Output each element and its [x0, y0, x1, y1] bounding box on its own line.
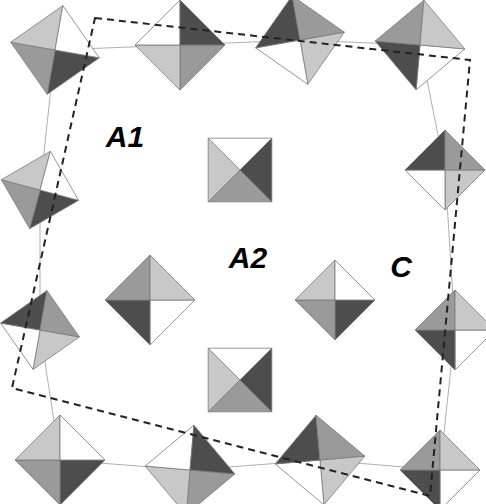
polyhedron-face [420, 0, 465, 49]
polyhedron-face [405, 170, 445, 210]
site-label: A2 [229, 243, 267, 273]
polyhedron-face [150, 255, 195, 300]
polyhedron-face [40, 291, 79, 337]
polyhedron-face [15, 460, 60, 504]
polyhedron-face [1, 291, 47, 330]
polyhedron-face [335, 260, 375, 300]
polyhedron-face [180, 0, 225, 45]
polyhedron-face [150, 300, 195, 345]
polyhedron-face [1, 323, 40, 369]
polyhedron-face [186, 470, 235, 504]
polyhedron-face [145, 466, 190, 504]
polyhedron-face [445, 130, 485, 170]
polyhedron-face [180, 45, 225, 90]
polyhedron-face [240, 348, 272, 412]
polyhedron-face [295, 300, 335, 340]
unit-cell-outline [12, 18, 470, 496]
polyhedron-face [405, 130, 445, 170]
polyhedron-face [316, 415, 365, 460]
polyhedron-face [375, 41, 420, 90]
polyhedron-face [256, 0, 300, 48]
polyhedron-face [60, 460, 105, 504]
polyhedron-face [240, 138, 272, 202]
polyhedron-face [135, 0, 180, 45]
polyhedron-face [455, 330, 486, 370]
polyhedron-face [190, 425, 235, 474]
polyhedron-face [105, 300, 150, 345]
polyhedron-face [145, 425, 194, 470]
polyhedron-face [445, 170, 485, 210]
polyhedron-face [275, 415, 320, 464]
polyhedron-face [375, 0, 424, 45]
polyhedron-face [60, 415, 105, 460]
polyhedron-face [455, 290, 486, 330]
polyhedron-face [15, 415, 60, 460]
polyhedron-face [440, 470, 480, 504]
polyhedron-face [416, 45, 465, 90]
polyhedron-face [11, 42, 55, 94]
polyhedron-face [275, 460, 324, 504]
site-label: A1 [106, 122, 144, 152]
polyhedron-face [295, 260, 335, 300]
polyhedron-face [135, 45, 180, 90]
polyhedron-face [105, 255, 150, 300]
polyhedron-face [415, 330, 455, 370]
site-label: C [390, 252, 412, 282]
polyhedron-face [320, 456, 365, 504]
polyhedron-face [292, 0, 344, 40]
polyhedron-face [400, 470, 440, 504]
polyhedron-face [440, 430, 480, 470]
polyhedron-face [11, 6, 63, 50]
polyhedron-face [335, 300, 375, 340]
